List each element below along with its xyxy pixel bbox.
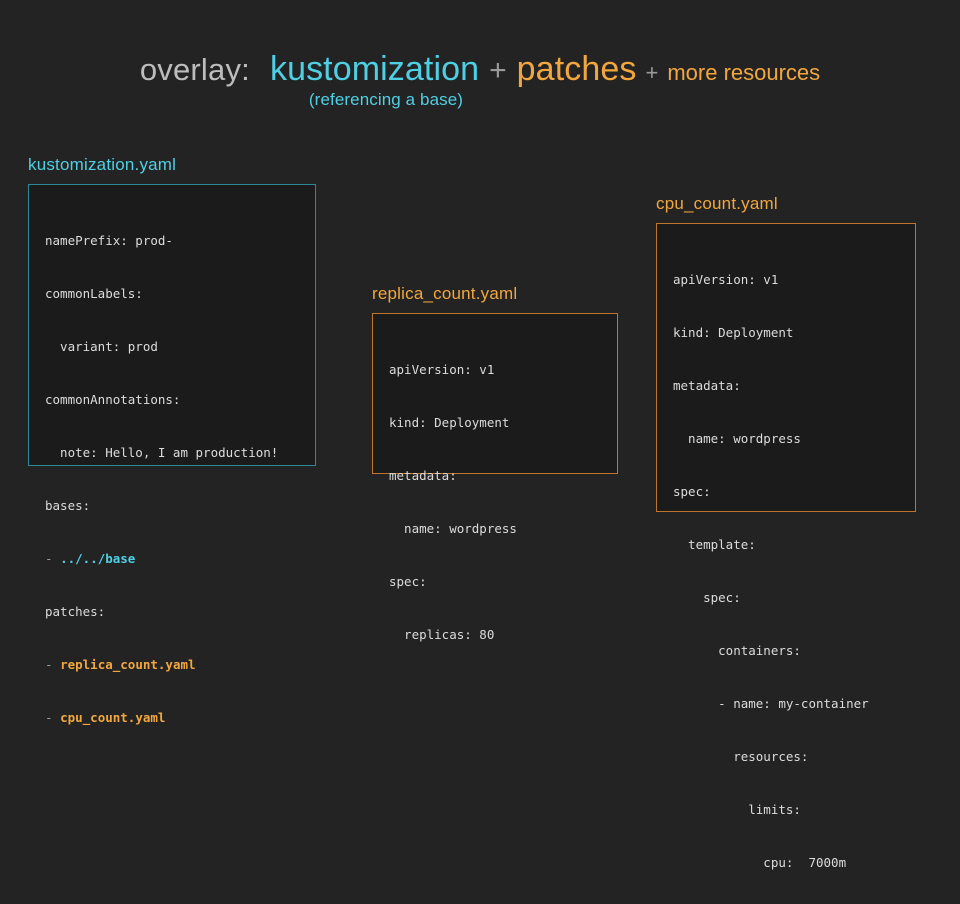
card-label-replica-count-yaml: replica_count.yaml xyxy=(372,284,518,303)
code-line: metadata: xyxy=(673,378,741,393)
code-line: cpu: 7000m xyxy=(673,855,847,870)
code-line: resources: xyxy=(673,749,809,764)
code-line-highlight-base: - ../../base xyxy=(45,547,299,570)
code-line-highlight-replica: - replica_count.yaml xyxy=(45,653,299,676)
code-line: commonLabels: xyxy=(45,286,143,301)
card-label-cpu-count-yaml: cpu_count.yaml xyxy=(656,194,778,213)
code-line: note: Hello, I am production! xyxy=(45,445,279,460)
code-line: template: xyxy=(673,537,756,552)
code-box-cpu-count-yaml: apiVersion: v1 kind: Deployment metadata… xyxy=(656,223,916,870)
code-block-cpu-count-yaml: apiVersion: v1 kind: Deployment metadata… xyxy=(673,238,899,904)
code-line: spec: xyxy=(673,484,711,499)
code-line: bases: xyxy=(45,498,91,513)
code-box-replica-count-yaml: apiVersion: v1 kind: Deployment metadata… xyxy=(372,313,618,642)
yaml-value-replica-count-yaml: replica_count.yaml xyxy=(60,657,196,672)
slide-title: overlay: kustomization + patches + more resou… xyxy=(0,52,960,86)
code-line: - name: my-container xyxy=(673,696,869,711)
code-line: variant: prod xyxy=(45,339,158,354)
yaml-list-dash: - xyxy=(45,657,61,672)
title-kustomization: kustomization xyxy=(269,50,480,88)
code-line: name: wordpress xyxy=(673,431,801,446)
card-label-kustomization-yaml: kustomization.yaml xyxy=(28,155,177,174)
code-line: apiVersion: v1 xyxy=(673,272,779,287)
title-plus-separator-1: + xyxy=(489,54,507,87)
title-more-resources: more resources xyxy=(667,60,821,85)
title-overlay-label: overlay: xyxy=(139,52,250,87)
code-line: containers: xyxy=(673,643,801,658)
code-line: name: wordpress xyxy=(389,521,517,536)
yaml-list-dash: - xyxy=(45,710,61,725)
code-line: replicas: 80 xyxy=(389,627,495,642)
card-cpu-count-yaml: cpu_count.yaml apiVersion: v1 kind: Depl… xyxy=(656,194,916,870)
code-line: metadata: xyxy=(389,468,457,483)
slide-subtitle: (referencing a base) xyxy=(308,90,464,109)
code-line: limits: xyxy=(673,802,801,817)
code-line: commonAnnotations: xyxy=(45,392,181,407)
yaml-value-base-path: ../../base xyxy=(60,551,136,566)
card-kustomization-yaml: kustomization.yaml namePrefix: prod- com… xyxy=(28,155,316,725)
yaml-list-dash: - xyxy=(45,551,61,566)
code-line: kind: Deployment xyxy=(673,325,794,340)
code-block-replica-count-yaml: apiVersion: v1 kind: Deployment metadata… xyxy=(389,328,601,676)
code-box-kustomization-yaml: namePrefix: prod- commonLabels: variant:… xyxy=(28,184,316,725)
code-block-kustomization-yaml: namePrefix: prod- commonLabels: variant:… xyxy=(45,199,299,759)
code-line: spec: xyxy=(673,590,741,605)
code-line: spec: xyxy=(389,574,427,589)
code-line-highlight-cpu: - cpu_count.yaml xyxy=(45,706,299,729)
card-replica-count-yaml: replica_count.yaml apiVersion: v1 kind: … xyxy=(372,284,618,642)
code-line: kind: Deployment xyxy=(389,415,510,430)
title-patches: patches xyxy=(516,50,637,88)
code-line: patches: xyxy=(45,604,106,619)
yaml-value-cpu-count-yaml: cpu_count.yaml xyxy=(60,710,166,725)
code-line: namePrefix: prod- xyxy=(45,233,173,248)
title-plus-separator-2: + xyxy=(645,60,659,85)
code-line: apiVersion: v1 xyxy=(389,362,495,377)
